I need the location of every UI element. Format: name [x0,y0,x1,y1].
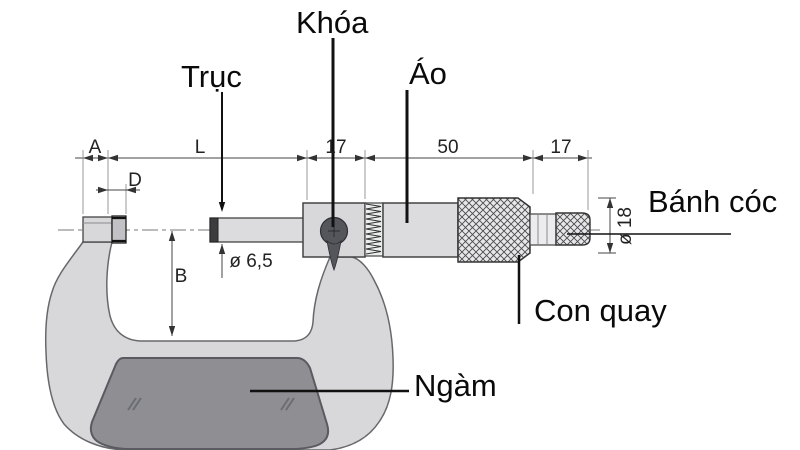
pad-shape [89,357,330,450]
dim-ratchet-dia: ø 18 [615,207,636,245]
pad-hatch-mark-left [127,397,142,411]
extension-lines [82,150,589,214]
ratchet-neck [529,213,557,246]
leader-lines [221,38,731,393]
label-khoa: Khóa [296,5,369,40]
dim-spindle-dia: ø 6,5 [229,251,272,272]
spindle [209,217,308,243]
ratchet-assembly [529,212,591,246]
pad-hatch-mark-right [280,397,295,411]
spindle-tip-face [209,217,219,243]
sleeve-serration-teeth [365,203,382,255]
truc-leader-arrow [218,202,226,212]
dim-l: L [195,137,206,158]
dim-17-ratchet: 17 [550,137,571,158]
thimble [457,197,531,263]
lock-keyhole-tail [326,239,342,272]
sleeve-barrel [382,202,459,258]
anvil [82,215,127,244]
dimension-labels: A L 17 50 17 D B ø 6,5 ø 18 [89,137,636,287]
anvil-face-edges [112,216,126,243]
frame-pad [89,357,330,450]
dim-b: B [175,266,188,287]
part-labels: Khóa Trục Áo Bánh cóc Con quay Ngàm [181,5,777,403]
ratchet-neck-lines [537,214,548,245]
dim-d: D [128,170,142,191]
label-truc: Trục [181,59,242,94]
label-banh-coc: Bánh cóc [648,184,777,219]
sleeve [364,202,459,258]
spindle-rod [209,217,308,243]
dim-17-block: 17 [325,137,346,158]
ratchet-knob [555,212,591,246]
dim-a: A [89,137,102,158]
anvil-flange [82,216,113,243]
label-ao: Áo [409,56,447,91]
dimension-arrowheads [83,154,614,336]
anvil-face [111,215,127,244]
label-ngam: Ngàm [414,368,497,403]
dim-50-sleeve: 50 [437,137,458,158]
label-con-quay: Con quay [534,293,667,328]
